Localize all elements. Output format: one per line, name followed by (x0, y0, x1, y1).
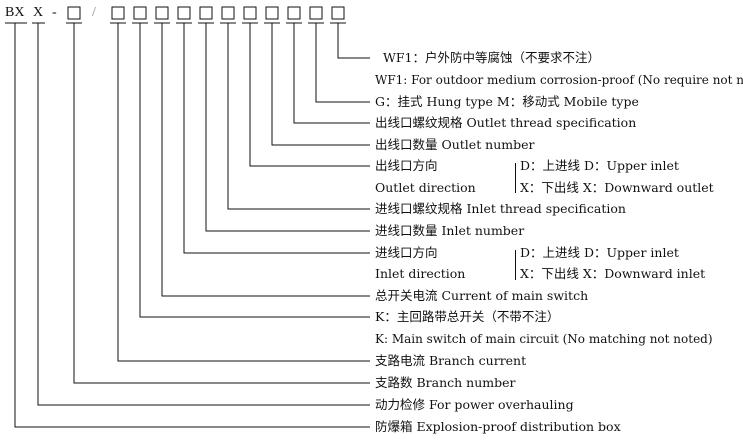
label-inlet-direction: 进线口方向 (375, 245, 438, 260)
label-inlet-thread: 进线口螺纹规格 Inlet thread specification (375, 201, 626, 216)
code-box (155, 6, 169, 20)
code-box (67, 6, 81, 20)
connector-line (315, 23, 370, 103)
connector-line (271, 23, 370, 146)
connector-line (337, 23, 370, 59)
options-divider (515, 163, 516, 193)
code-box (309, 6, 323, 20)
code-box (133, 6, 147, 20)
connector-line (14, 23, 370, 428)
code-box (265, 6, 279, 20)
code-box (287, 6, 301, 20)
connector-line (139, 23, 370, 318)
connector-line (205, 23, 370, 232)
code-box (177, 6, 191, 20)
inlet-option-d: D：上进线 D：Upper inlet (520, 245, 679, 260)
connector-line (227, 23, 370, 210)
label-branch-current: 支路电流 Branch current (375, 353, 527, 368)
inlet-option-x: X：下出线 X：Downward inlet (520, 266, 706, 281)
code-box (243, 6, 257, 20)
code-slash: / (92, 5, 96, 20)
label-outlet-number: 出线口数量 Outlet number (375, 137, 535, 152)
outlet-option-x: X：下出线 X：Downward outlet (520, 180, 714, 195)
label-box: 防爆箱 Explosion-proof distribution box (375, 419, 621, 434)
connector-line (73, 23, 370, 384)
options-divider (515, 250, 516, 280)
outlet-option-d: D：上进线 D：Upper inlet (520, 158, 679, 173)
label-outlet-direction: 出线口方向 (375, 158, 438, 173)
connector-line (293, 23, 370, 124)
connector-line (249, 23, 370, 167)
label-mount: G：挂式 Hung type M：移动式 Mobile type (375, 94, 639, 109)
code-type: X (33, 5, 44, 20)
label-wf1-en: WF1: For outdoor medium corrosion-proof … (375, 73, 743, 87)
label-power: 动力检修 For power overhauling (375, 397, 574, 412)
connector-line (161, 23, 370, 297)
label-main-switch: K：主回路带总开关（不带不注） (375, 309, 560, 324)
connector-line (183, 23, 370, 254)
connector-line (37, 23, 370, 406)
code-dash: - (52, 5, 57, 20)
label-main-switch-en: K: Main switch of main circuit (No match… (375, 332, 713, 346)
label-outlet-thread: 出线口螺纹规格 Outlet thread specification (375, 115, 637, 130)
label-branch-number: 支路数 Branch number (375, 375, 516, 390)
code-box (221, 6, 235, 20)
label-wf1: WF1：户外防中等腐蚀（不要求不注） (383, 50, 600, 65)
label-main-current: 总开关电流 Current of main switch (375, 288, 589, 303)
label-outlet-direction-en: Outlet direction (375, 180, 476, 195)
code-prefix: BX (5, 5, 25, 20)
code-box (111, 6, 125, 20)
label-inlet-direction-en: Inlet direction (375, 266, 466, 281)
code-box (199, 6, 213, 20)
code-box (331, 6, 345, 20)
connector-line (117, 23, 370, 362)
label-inlet-number: 进线口数量 Inlet number (375, 223, 525, 238)
